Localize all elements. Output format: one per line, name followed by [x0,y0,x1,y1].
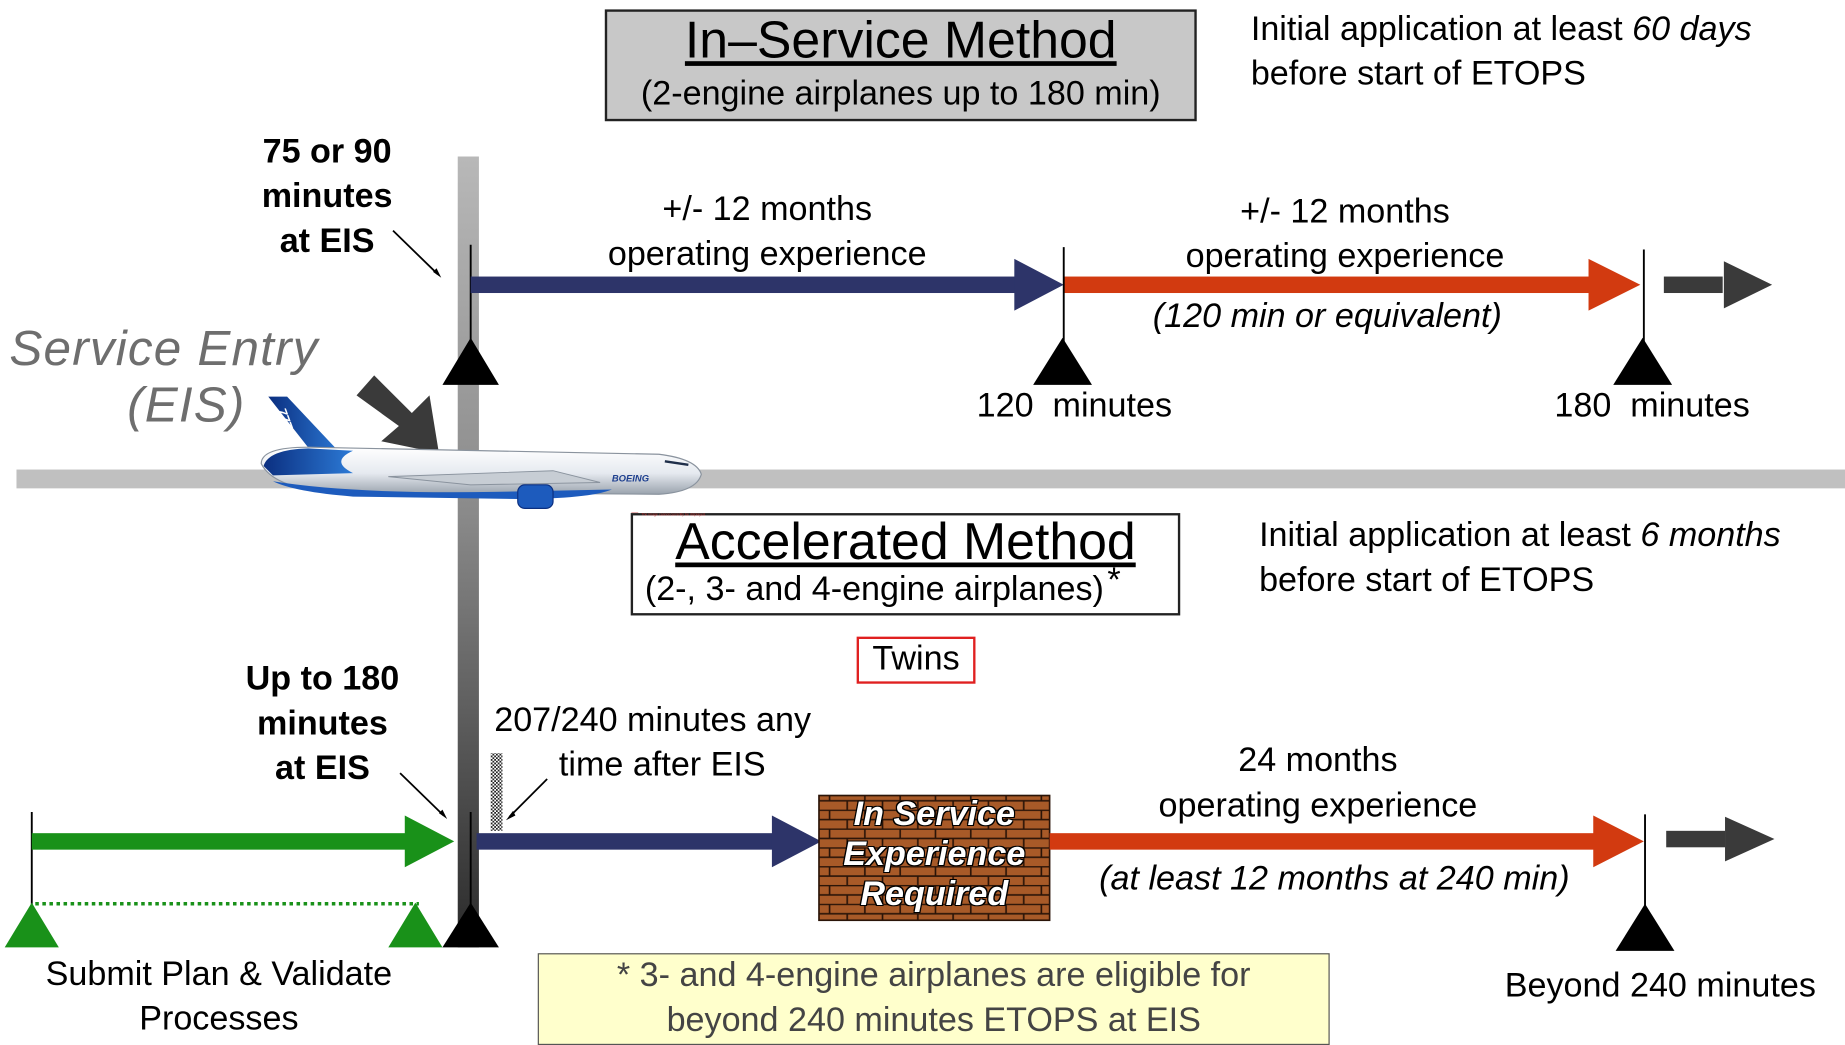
accelerated-application-line2: before start of ETOPS [1259,561,1595,599]
accelerated-title: Accelerated Method [675,513,1136,571]
eis-label-bottom-2: minutes [256,704,388,743]
eis-label-top-3: at EIS [279,222,375,261]
in-service-title-box [604,9,1197,122]
dotted-marker [490,753,503,831]
tiny-image-note: The image cannot currently be displayed. [641,511,706,517]
phase-bottom-line2: operating experience [1158,787,1478,825]
footnote-line2: beyond 240 minutes ETOPS at EIS [666,1001,1201,1040]
phase2-note: (120 min or equivalent) [1152,297,1502,336]
eis-pointer-bottom [399,772,445,817]
in-service-title: In–Service Method [684,11,1117,70]
footnote-box [537,953,1330,1045]
red-arrow-bottom [1593,815,1644,868]
eis-milestone-triangle-bottom [442,902,499,948]
phase2-line1: +/- 12 months [1240,192,1450,231]
milestone-120-label: 120 minutes [976,387,1173,425]
subtitle-asterisk: * [1107,561,1121,599]
in-service-application-line2: before start of ETOPS [1250,55,1586,93]
eis-milestone-triangle-top [442,337,499,385]
eis-label-bottom-1: Up to 180 [245,660,400,698]
dark-arrow-top [1723,261,1773,309]
footnote-line1: * 3- and 4-engine airplanes are eligible… [616,956,1251,995]
accelerated-subtitle: (2-, 3- and 4-engine airplanes)* [644,561,1121,609]
in-service-subtitle: (2-engine airplanes up to 180 min) [640,75,1161,113]
wall-line-1: In Service [853,795,1015,834]
milestone-180-triangle [1613,337,1673,385]
accelerated-application-text: Initial application at least 6 months [1259,516,1781,555]
eis-label-top-1: 75 or 90 [262,132,392,171]
milestone-120-triangle [1033,337,1092,385]
any-time-pointer [508,778,548,818]
plan-end-triangle [388,902,443,948]
service-entry-arrow [356,375,439,454]
twins-badge [856,636,976,684]
green-arrow [404,815,455,868]
service-entry-eis: (EIS) [127,376,246,432]
plan-start-triangle [4,902,59,948]
eis-label-bottom-3: at EIS [274,749,370,788]
phase2-line2: operating experience [1185,237,1505,276]
phase-bottom-line1: 24 months [1238,741,1398,780]
navy-arrow-top [1014,258,1064,311]
phase1-line1: +/- 12 months [662,190,873,229]
aircraft-body-text: BOEING [611,473,650,484]
dark-arrow-bottom [1725,816,1775,862]
milestone-180-label: 180 minutes [1554,387,1750,425]
submit-plan-line2: Processes [139,1000,299,1038]
any-time-line1: 207/240 minutes any [494,701,812,740]
phase1-line2: operating experience [607,235,927,274]
twins-label: Twins [872,640,960,678]
wall-line-3: Required [860,875,1009,914]
in-service-application-text: Initial application at least 60 days [1250,10,1752,49]
milestone-240-triangle [1615,903,1675,951]
brick-wall [818,794,1051,922]
accelerated-title-box [630,513,1181,616]
wall-line-2: Experience [843,835,1026,874]
milestone-240-label: Beyond 240 minutes [1504,967,1816,1005]
service-entry-label: Service Entry [9,320,319,376]
aircraft-777 [260,396,702,509]
eis-label-top-2: minutes [261,177,393,216]
phase-bottom-note: (at least 12 months at 240 min) [1099,860,1570,898]
submit-plan-line1: Submit Plan & Validate [45,955,393,994]
eis-timeline-pole [457,156,479,948]
navy-arrow-bottom [771,815,822,868]
any-time-line2: time after EIS [558,746,766,784]
red-arrow-top [1588,258,1641,311]
eis-pointer-top [392,230,439,275]
